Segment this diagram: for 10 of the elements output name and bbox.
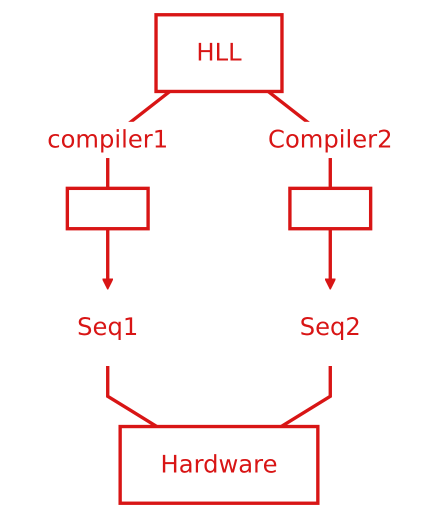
node-text: Seq1	[77, 313, 138, 342]
node-box	[66, 186, 150, 230]
node-text: Seq2	[300, 313, 361, 342]
arrow	[324, 228, 336, 290]
edge-label: compiler1	[47, 125, 168, 154]
node-box: Hardware	[118, 424, 320, 504]
node-box: HLL	[154, 12, 284, 93]
edge-label: Compiler2	[268, 125, 393, 154]
node-box	[288, 186, 372, 230]
arrow	[102, 228, 114, 290]
